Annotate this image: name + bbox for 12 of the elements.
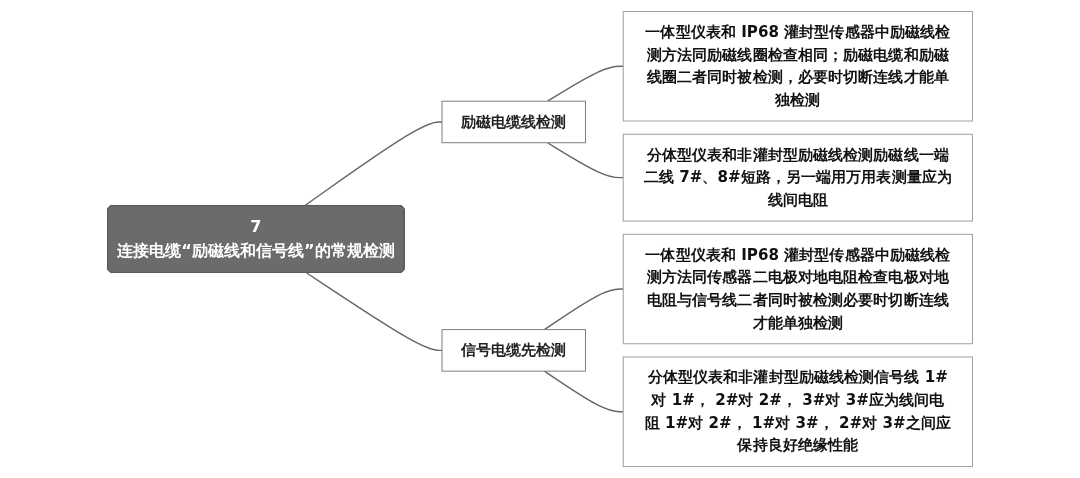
node-box: 一体型仪表和 IP68 灌封型传感器中励磁线检测方法同励磁线圈检查相同；励磁电缆和励磁线圈二者同时被检测，必要时切断连线才能单独检测 bbox=[622, 11, 973, 122]
connector bbox=[306, 272, 443, 352]
connector bbox=[303, 121, 443, 207]
connector bbox=[543, 288, 624, 331]
connector bbox=[543, 370, 624, 413]
node-box: 分体型仪表和非灌封型励磁线检测励磁线一端二线 7#、8#短路，另一端用万用表测量应为线间电阻 bbox=[622, 133, 973, 222]
connector bbox=[546, 65, 624, 102]
node-box: 信号电缆先检测 bbox=[441, 329, 586, 372]
node-box: 分体型仪表和非灌封型励磁线检测信号线 1#对 1#， 2#对 2#， 3#对 3#应为线间电阻 1#对 2#， 1#对 3#， 2#对 3#之间应保持良好绝缘性能 bbox=[622, 356, 973, 467]
connector bbox=[546, 142, 624, 179]
node-box: 励磁电缆线检测 bbox=[441, 100, 586, 144]
node-box: 一体型仪表和 IP68 灌封型传感器中励磁线检测方法同传感器二电极对地电阻检查电极对地电阻与信号线二者同时被检测必要时切断连线才能单独检测 bbox=[622, 233, 973, 345]
